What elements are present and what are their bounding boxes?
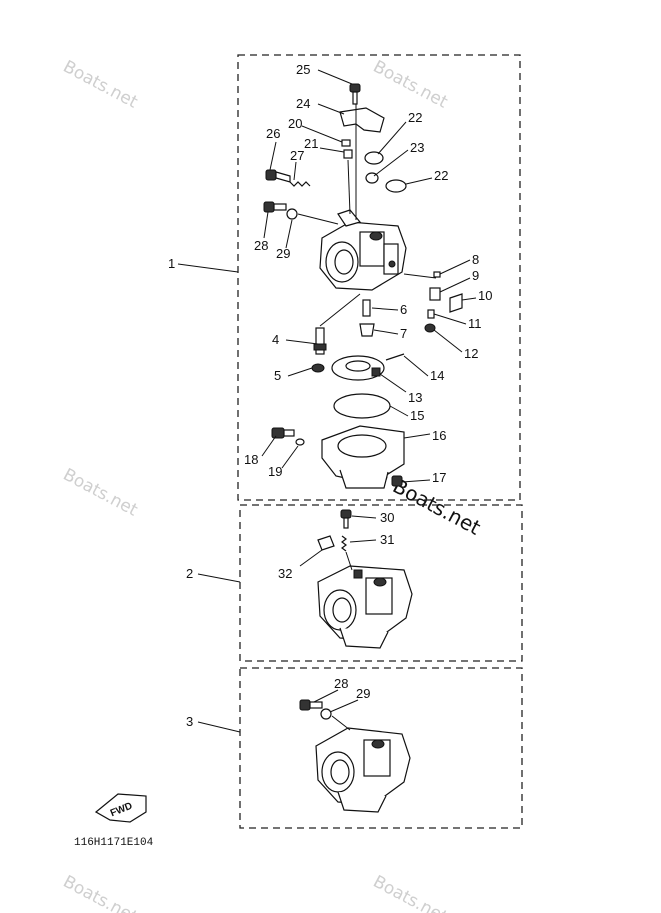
carburetor-body-3: [315, 727, 411, 813]
part-13-float: [331, 355, 385, 381]
carburetor-body-2: [317, 565, 413, 649]
group-box-2: [239, 504, 523, 662]
part-5: [311, 363, 325, 373]
part-32: [317, 535, 335, 551]
part-12: [424, 323, 436, 333]
group-box-1: [237, 54, 521, 501]
fwd-arrow-icon: FWD: [94, 793, 147, 823]
callout-12: 12: [464, 346, 478, 361]
watermark-group: Boats.net Boats.net Boats.net Boats.net …: [60, 57, 485, 913]
callout-26: 26: [266, 126, 280, 141]
callout-22-right: 22: [434, 168, 448, 183]
callout-20: 20: [288, 116, 302, 131]
part-21: [343, 149, 353, 159]
part-15-gasket: [333, 393, 391, 419]
part-22b-cap: [385, 179, 407, 193]
leaders-group-1: [261, 69, 477, 483]
part-17-drain-screw: [391, 475, 403, 487]
watermark-mid-left: Boats.net: [60, 465, 141, 521]
part-28-screw: [263, 201, 287, 213]
callout-32: 32: [278, 566, 292, 581]
part-6: [362, 299, 371, 317]
leader-group-3: [197, 721, 241, 733]
part-10: [449, 293, 463, 313]
part-18-bolt: [271, 427, 295, 439]
drawing-code: 116H1171E104: [74, 837, 154, 849]
callout-29-group3: 29: [356, 686, 370, 701]
callout-14: 14: [430, 368, 444, 383]
callout-30: 30: [380, 510, 394, 525]
watermark-top-left: Boats.net: [60, 57, 141, 113]
part-7: [359, 323, 375, 337]
part-26-screw: [265, 169, 291, 183]
watermark-top-right: Boats.net: [370, 57, 451, 113]
leaders-group-2: [299, 515, 377, 571]
callout-8: 8: [472, 252, 479, 267]
group-label-3: 3: [186, 714, 193, 729]
callout-15: 15: [410, 408, 424, 423]
callout-27: 27: [290, 148, 304, 163]
leader-group-1: [177, 263, 239, 273]
watermark-bottom-right: Boats.net: [370, 872, 451, 913]
part-8: [433, 271, 441, 278]
part-25-screw: [349, 83, 361, 105]
part-29-washer: [286, 208, 298, 220]
callout-22-top: 22: [408, 110, 422, 125]
part-19-o-ring: [295, 438, 305, 446]
leaders-group-3: [313, 689, 359, 731]
callout-28-group1: 28: [254, 238, 268, 253]
leader-group-2: [197, 573, 241, 583]
callout-23: 23: [410, 140, 424, 155]
part-24-plate: [339, 107, 385, 133]
part-16-float-bowl: [321, 425, 405, 489]
callout-7: 7: [400, 326, 407, 341]
callout-10: 10: [478, 288, 492, 303]
callout-28-group3: 28: [334, 676, 348, 691]
callout-21: 21: [304, 136, 318, 151]
group-label-2: 2: [186, 566, 193, 581]
callout-16: 16: [432, 428, 446, 443]
callout-11: 11: [468, 316, 482, 331]
part-22a-cap: [364, 151, 384, 165]
part-29-washer-group3: [320, 708, 332, 720]
part-20: [341, 139, 351, 147]
callout-24: 24: [296, 96, 310, 111]
part-11: [427, 309, 435, 319]
callout-4: 4: [272, 332, 279, 347]
callout-13: 13: [408, 390, 422, 405]
part-9: [429, 287, 441, 301]
callout-5: 5: [274, 368, 281, 383]
part-27-spring: [289, 181, 311, 187]
part-31-spring: [341, 535, 347, 552]
callout-6: 6: [400, 302, 407, 317]
part-14-pin: [385, 353, 405, 361]
callout-17: 17: [432, 470, 446, 485]
callout-19: 19: [268, 464, 282, 479]
callout-9: 9: [472, 268, 479, 283]
callout-31: 31: [380, 532, 394, 547]
group-label-1: 1: [168, 256, 175, 271]
carburetor-body-1: [319, 209, 407, 291]
callout-18: 18: [244, 452, 258, 467]
part-4-jet: [313, 327, 327, 355]
group-box-3: [239, 667, 523, 829]
part-28-screw-group3: [299, 699, 323, 711]
callout-25: 25: [296, 62, 310, 77]
part-30-screw: [340, 509, 352, 529]
callout-29-group1: 29: [276, 246, 290, 261]
watermark-bottom-left: Boats.net: [60, 872, 141, 913]
